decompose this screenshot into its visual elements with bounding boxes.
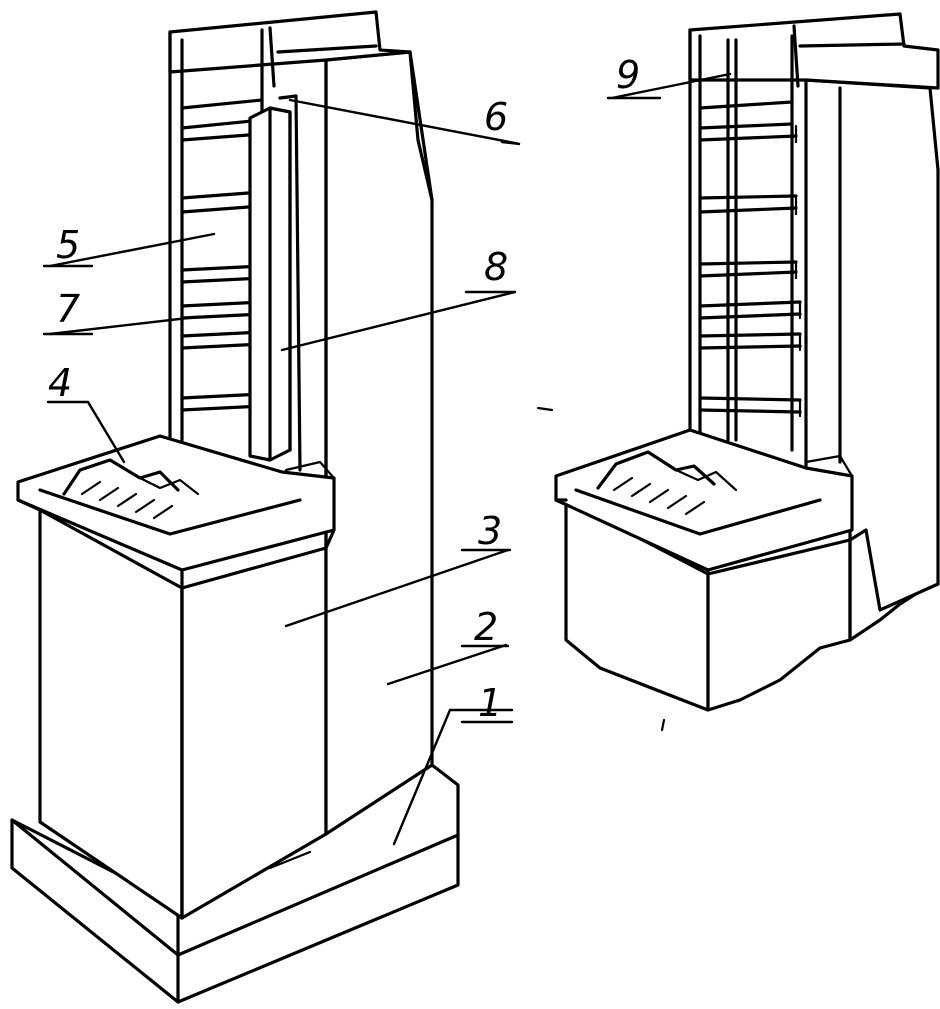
right-cap-ledge (554, 428, 854, 576)
leader-6 (288, 98, 521, 146)
cap-ledge (16, 434, 336, 590)
callout-4: 4 (48, 361, 72, 405)
tall-column (324, 50, 434, 836)
leader-8 (280, 290, 517, 352)
callout-8: 8 (484, 245, 508, 289)
leader-7 (48, 316, 190, 336)
lower-body-block (38, 508, 328, 920)
leader-3 (284, 548, 510, 628)
callout-5: 5 (56, 223, 80, 267)
right-furnace-assembly (536, 12, 940, 732)
callout-9: 9 (616, 53, 640, 97)
callout-2: 2 (474, 605, 498, 649)
callout-6: 6 (484, 95, 508, 139)
tie-rod-ladder (698, 38, 802, 442)
callout-1: 1 (478, 681, 502, 725)
leader-1 (392, 708, 514, 846)
leader-5 (48, 232, 216, 268)
stray-mark (536, 406, 554, 412)
vertical-plate (248, 94, 302, 472)
stray-mark (660, 718, 666, 732)
leader-2 (386, 643, 508, 686)
leader-9 (610, 72, 732, 100)
callout-3: 3 (478, 509, 502, 553)
leader-4 (46, 400, 126, 464)
right-top-brick-wall (688, 12, 940, 462)
right-lower-block (564, 498, 940, 712)
callout-7: 7 (56, 287, 80, 331)
left-leaders (46, 98, 521, 846)
callout-labels: 1 2 3 4 5 6 7 8 9 (42, 53, 662, 725)
left-furnace-assembly (10, 10, 521, 1004)
